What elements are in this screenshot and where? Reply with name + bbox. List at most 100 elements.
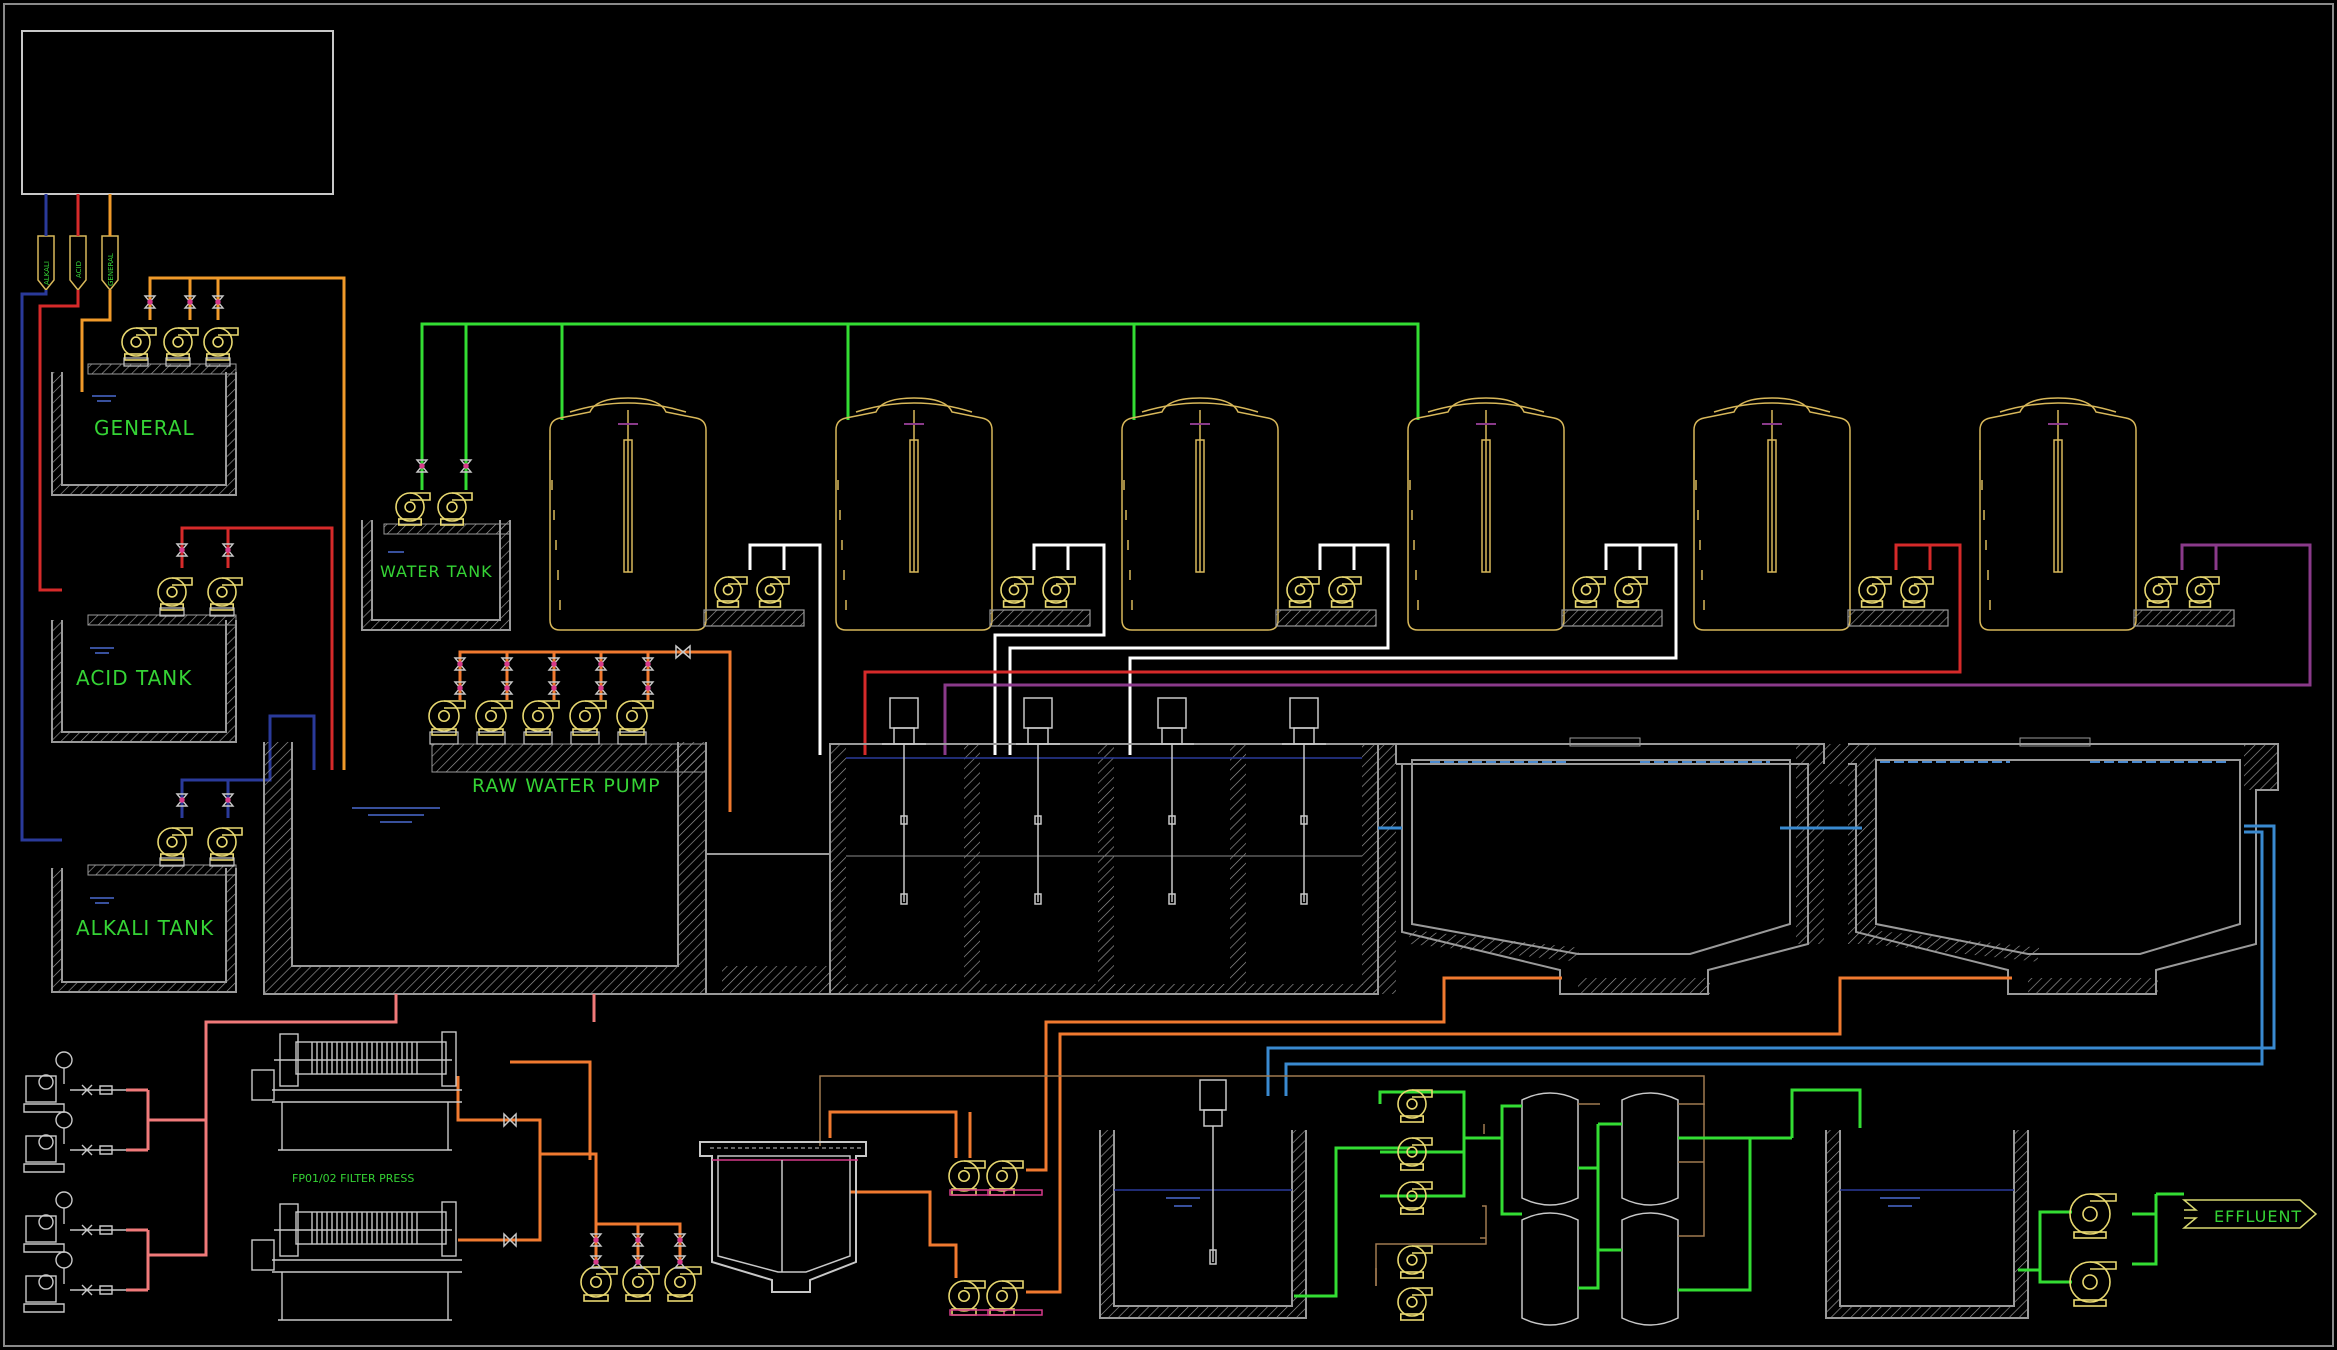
acid-tag-label: ACID	[75, 261, 83, 278]
valve-icon	[547, 657, 561, 671]
raw-water-pump-label: RAW WATER PUMP	[472, 775, 661, 797]
valve-icon	[143, 295, 157, 309]
centrifugal-pump-icon	[1000, 576, 1034, 608]
valve-icon	[453, 681, 467, 695]
centrifugal-pump-icon	[1572, 576, 1606, 608]
centrifugal-pump-icon	[1042, 576, 1076, 608]
process-pumps	[580, 1089, 2117, 1321]
valve-icon	[641, 681, 655, 695]
valve-icon	[503, 1112, 517, 1248]
storage-tank	[835, 397, 993, 631]
valve-icon	[594, 657, 608, 671]
centrifugal-pump-icon	[522, 700, 560, 736]
valve-icon	[673, 1255, 687, 1269]
centrifugal-pump-icon	[616, 700, 654, 736]
centrifugal-pump-icon	[157, 577, 193, 611]
reaction-tanks	[829, 743, 1379, 995]
raw-water-pumps	[428, 657, 655, 745]
valve-icon	[631, 1255, 645, 1269]
valve-icon	[175, 543, 189, 557]
centrifugal-pump-icon	[2144, 576, 2178, 608]
storage-tank	[1121, 397, 1279, 631]
neutralization-tank	[1099, 1130, 1307, 1319]
valve-icon	[221, 793, 235, 807]
filter-presses	[251, 1031, 462, 1321]
centrifugal-pump-icon	[437, 492, 473, 526]
effluent-label: EFFLUENT	[2214, 1207, 2302, 1226]
alkali-tank	[51, 864, 237, 993]
alkali-tag-label: ALKALI	[43, 261, 51, 285]
arrow-tag-icon	[2181, 1199, 2318, 1229]
agitator-motor-icon	[1016, 697, 1060, 905]
backwash-lines	[1375, 1103, 1705, 1286]
centrifugal-pump-icon	[1397, 1181, 1433, 1215]
agitator-motor-icon	[882, 697, 926, 905]
centrifugal-pump-icon	[1397, 1245, 1433, 1279]
centrifugal-pump-icon	[157, 827, 193, 861]
centrifugal-pump-icon	[207, 827, 243, 861]
centrifugal-pump-icon	[1397, 1089, 1433, 1123]
acid-alkali-dosing-lines	[863, 543, 2312, 755]
diaphragm-pump-icon	[23, 1111, 126, 1173]
filter-press-icon	[251, 1201, 462, 1321]
transfer-lines	[748, 543, 1678, 755]
agitator-motor-icon	[1199, 1079, 1227, 1265]
valve-icon	[221, 543, 235, 557]
centrifugal-pump-icon	[1900, 576, 1934, 608]
valve-icon	[211, 295, 225, 309]
arrow-tag-icon	[37, 235, 119, 292]
filter-vessels	[1521, 1092, 1679, 1326]
diaphragm-pump-icon	[23, 1251, 126, 1313]
overflow-lines	[1266, 824, 2276, 1096]
drawing-border	[3, 3, 2334, 1347]
final-effluent-tank	[1825, 1130, 2029, 1319]
chemical-feed-lines	[20, 194, 112, 842]
filter-press-icon	[251, 1031, 462, 1151]
centrifugal-pump-icon	[1397, 1287, 1433, 1321]
valve-icon	[641, 657, 655, 671]
filter-press-label: FP01/02 FILTER PRESS	[292, 1172, 414, 1185]
centrifugal-pump-icon	[1614, 576, 1648, 608]
centrifugal-pump-icon	[622, 1266, 660, 1302]
acid-tank-label: ACID TANK	[76, 666, 192, 690]
water-tank-label: WATER TANK	[380, 562, 493, 581]
valve-icon	[631, 1233, 645, 1247]
valve-icon	[500, 657, 514, 671]
filter-press-feed-lines	[126, 994, 596, 1292]
chemical-storage-tanks	[549, 397, 2137, 631]
title-block	[21, 30, 334, 195]
centrifugal-pump-icon	[986, 1280, 1024, 1316]
centrifugal-pump-icon	[1858, 576, 1892, 608]
sludge-lines	[510, 976, 2012, 1294]
transfer-pumps	[703, 576, 2235, 627]
general-tank-label: GENERAL	[94, 416, 195, 440]
general-tag-label: GENERAL	[107, 253, 115, 286]
storage-tank	[549, 397, 707, 631]
centrifugal-pump-icon	[121, 327, 157, 361]
raw-water-pump-header	[458, 650, 732, 812]
centrifugal-pump-icon	[714, 576, 748, 608]
filtrate-lines	[456, 1076, 682, 1260]
centrifugal-pump-icon	[569, 700, 607, 736]
valve-icon	[675, 644, 691, 660]
centrifugal-pump-icon	[756, 576, 790, 608]
centrifugal-pump-icon	[207, 577, 243, 611]
service-water-header	[420, 322, 1420, 490]
storage-tank	[1407, 397, 1565, 631]
centrifugal-pump-icon	[580, 1266, 618, 1302]
centrifugal-pump-icon	[1397, 1137, 1433, 1171]
agitator-motor-icon	[1150, 697, 1194, 905]
agitators	[882, 697, 1326, 905]
centrifugal-pump-icon	[203, 327, 239, 361]
valve-icon	[589, 1255, 603, 1269]
centrifugal-pump-icon	[163, 327, 199, 361]
sludge-thickener	[699, 1141, 867, 1293]
filter-feed-lines	[1294, 1088, 2184, 1298]
valve-icon	[453, 657, 467, 671]
valve-icon	[589, 1233, 603, 1247]
alkali-tank-label: ALKALI TANK	[76, 916, 214, 940]
centrifugal-pump-icon	[2186, 576, 2220, 608]
acid-tank	[51, 614, 237, 743]
raw-water-pit	[263, 742, 831, 995]
